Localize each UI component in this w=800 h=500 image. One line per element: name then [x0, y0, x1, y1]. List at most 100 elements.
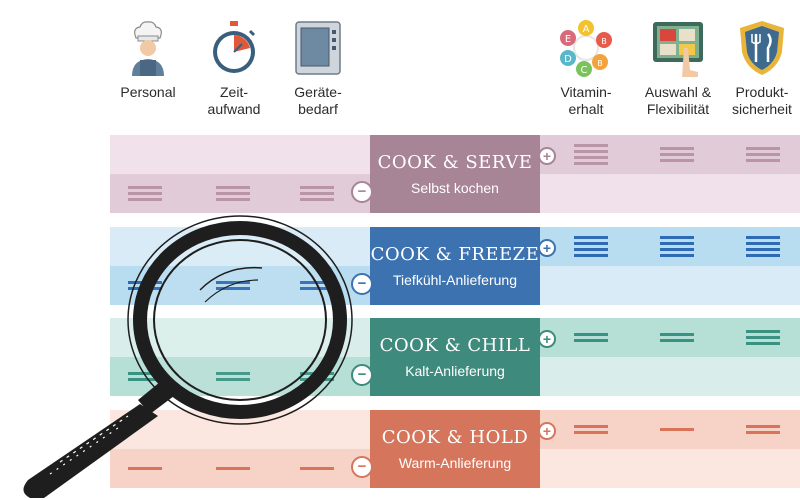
plus-icon: + [538, 147, 556, 165]
rating-bars [746, 146, 780, 162]
column-header: Personal [100, 18, 196, 101]
oven-icon [288, 18, 348, 78]
row-band-right-highlight [540, 227, 800, 266]
rating-bar [300, 286, 334, 290]
rating-bar [746, 146, 780, 150]
minus-icon: − [351, 456, 373, 478]
magnifying-glass-icon [23, 215, 353, 498]
rating-bar [574, 161, 608, 165]
method-title: COOK & HOLD [381, 427, 529, 448]
rating-bar [746, 430, 780, 434]
column-label: Zeit- aufwand [207, 84, 261, 117]
rating-bar [128, 197, 162, 201]
rating-bars [746, 424, 780, 434]
method-box: COOK & CHILL Kalt-Anlieferung [370, 318, 540, 396]
vitamins-icon: A B B C D E [556, 18, 616, 78]
rating-bars [128, 371, 162, 381]
method-subtitle: Kalt-Anlieferung [405, 363, 505, 379]
rating-bar [746, 253, 780, 257]
rating-bar [574, 149, 608, 153]
rating-bar [660, 247, 694, 251]
rating-bar [574, 430, 608, 434]
rating-bar [128, 377, 162, 381]
rating-bar [746, 152, 780, 156]
method-subtitle: Tiefkühl-Anlieferung [393, 272, 517, 288]
rating-bar [746, 335, 780, 339]
rating-bars [660, 146, 694, 162]
rating-bar [574, 424, 608, 428]
rating-bar [300, 191, 334, 195]
rating-bar [300, 197, 334, 201]
rating-bars [574, 332, 608, 342]
rating-bar [660, 253, 694, 257]
svg-text:B: B [597, 59, 603, 68]
rating-bars [574, 424, 608, 434]
column-header: Auswahl & Flexibilität [630, 18, 726, 118]
rating-bar [216, 466, 250, 470]
rating-bars [660, 332, 694, 342]
rating-bars [216, 466, 250, 470]
rating-bar [660, 146, 694, 150]
rating-bar [128, 466, 162, 470]
rating-bars [660, 235, 694, 257]
rating-bars [574, 235, 608, 257]
rating-bars [660, 427, 694, 431]
rating-bar [574, 253, 608, 257]
plus-icon: + [538, 422, 556, 440]
rating-bars [300, 280, 334, 290]
method-title: COOK & CHILL [379, 335, 531, 356]
rating-bar [746, 341, 780, 345]
tablet-menu-icon [648, 18, 708, 78]
rating-bars [746, 329, 780, 345]
rating-bar [746, 241, 780, 245]
column-label: Geräte- bedarf [294, 84, 342, 117]
column-header: A B B C D E Vitamin- erhalt [538, 18, 634, 118]
rating-bars [216, 280, 250, 290]
rating-bars [216, 185, 250, 201]
rating-bar [574, 338, 608, 342]
minus-icon: − [351, 364, 373, 386]
column-header: Zeit- aufwand [186, 18, 282, 118]
rating-bar [746, 424, 780, 428]
rating-bars [216, 371, 250, 381]
svg-text:B: B [601, 37, 607, 46]
rating-bar [574, 235, 608, 239]
rating-bar [128, 371, 162, 375]
method-box: COOK & FREEZE Tiefkühl-Anlieferung [370, 227, 540, 305]
method-subtitle: Warm-Anlieferung [398, 455, 512, 471]
shield-cutlery-icon [732, 18, 792, 78]
minus-icon: − [351, 181, 373, 203]
stopwatch-icon [204, 18, 264, 78]
method-title: COOK & FREEZE [370, 244, 540, 265]
rating-bars [574, 143, 608, 165]
rating-bar [660, 152, 694, 156]
rating-bar [746, 247, 780, 251]
rating-bars [128, 185, 162, 201]
rating-bar [574, 241, 608, 245]
chef-icon [118, 18, 178, 78]
rating-bar [300, 185, 334, 189]
rating-bar [216, 286, 250, 290]
svg-text:D: D [564, 54, 572, 65]
column-header: Produkt- sicherheit [714, 18, 800, 118]
method-box: COOK & HOLD Warm-Anlieferung [370, 410, 540, 488]
rating-bar [574, 143, 608, 147]
method-title: COOK & SERVE [377, 152, 533, 173]
rating-bar [746, 329, 780, 333]
rating-bar [216, 280, 250, 284]
svg-text:E: E [565, 34, 571, 45]
rating-bar [216, 191, 250, 195]
rating-bar [300, 466, 334, 470]
method-subtitle: Selbst kochen [411, 180, 499, 196]
svg-text:C: C [581, 65, 588, 76]
rating-bar [660, 158, 694, 162]
rating-bar [660, 338, 694, 342]
rating-bar [746, 158, 780, 162]
rating-bars [746, 235, 780, 257]
column-header: Geräte- bedarf [270, 18, 366, 118]
method-box: COOK & SERVE Selbst kochen [370, 135, 540, 213]
column-label: Vitamin- erhalt [560, 84, 612, 117]
column-label: Auswahl & Flexibilität [644, 84, 712, 117]
rating-bars [300, 185, 334, 201]
rating-bar [746, 235, 780, 239]
